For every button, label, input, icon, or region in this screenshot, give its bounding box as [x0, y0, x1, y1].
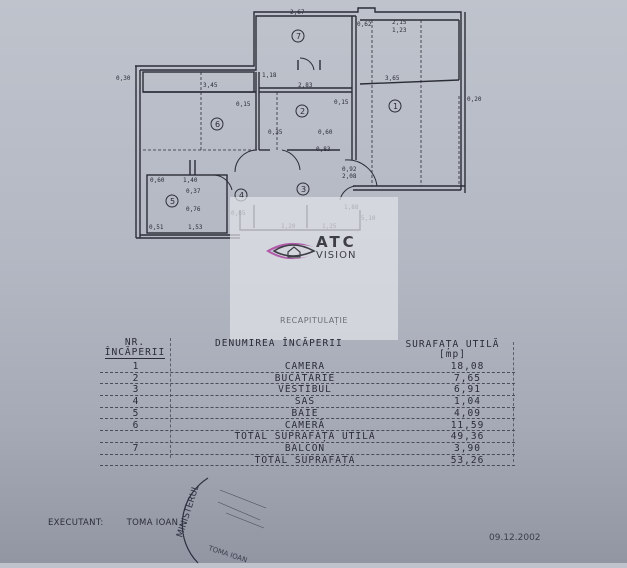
- row-area: 4,09: [454, 407, 481, 419]
- header-name: DENUMIREA ÎNCĂPERII: [215, 338, 343, 349]
- executant-name: TOMA IOAN: [126, 518, 179, 528]
- row-divider: [100, 465, 515, 467]
- summary-title: RECAPITULAȚIE: [280, 316, 348, 325]
- dim-right-wall: 0,20: [467, 96, 482, 103]
- dim-top-left-wall: 0,30: [116, 75, 131, 82]
- room-1-label: 1: [393, 102, 398, 111]
- table-row-total-useful: TOTAL SUPRAFAȚĂ UTILĂ 49,36: [100, 431, 515, 443]
- row-name: TOTAL SUPRAFAȚA: [254, 454, 356, 466]
- dim-bath-g: 0,76: [186, 206, 201, 213]
- row-area: 3,90: [454, 442, 481, 454]
- dim-door-b-1: 0,60: [318, 129, 333, 136]
- row-area: 49,36: [450, 431, 485, 443]
- room-summary-table: NR. ÎNCĂPERII DENUMIREA ÎNCĂPERII SURAFA…: [100, 338, 515, 478]
- row-nr: 4: [132, 396, 140, 408]
- table-row: 3 VESTIBUL 6,91: [100, 384, 515, 397]
- dim-bath-j: 0,51: [149, 224, 164, 231]
- row-divider: [100, 418, 515, 420]
- header-nr-line2: ÎNCĂPERII: [104, 347, 166, 359]
- row-area: 11,59: [450, 419, 485, 431]
- row-name: TOTAL SUPRAFAȚĂ UTILĂ: [234, 431, 376, 443]
- stamp-arc-text: MINISTERUL: [175, 484, 201, 539]
- official-stamp: MINISTERUL TOMA IOAN: [175, 477, 267, 564]
- executant-line: EXECUTANT: TOMA IOAN: [48, 518, 178, 528]
- dim-room2-side: 0,15: [334, 99, 349, 106]
- row-name: SAS: [294, 396, 316, 408]
- table-row: 6 CAMERĂ 11,59: [100, 420, 515, 432]
- row-name: CAMERĂ: [284, 419, 326, 431]
- row-area: 7,65: [454, 372, 481, 384]
- column-divider: [513, 342, 514, 462]
- row-name: VESTIBUL: [278, 384, 332, 396]
- dim-bath-a: 0,60: [150, 177, 165, 184]
- row-name: CAMERA: [284, 361, 326, 372]
- dim-bath-b: 1,40: [183, 177, 198, 184]
- row-divider: [100, 406, 515, 408]
- row-divider: [100, 395, 515, 397]
- dim-room1-top-c: 1,23: [392, 27, 407, 34]
- room-6-label: 6: [215, 120, 220, 129]
- row-area: 1,04: [454, 396, 481, 408]
- table-row: 4 SAS 1,04: [100, 396, 515, 408]
- row-name: BAIE: [291, 407, 319, 419]
- watermark-panel: ATC VISION RECAPITULAȚIE: [230, 197, 398, 340]
- brand-name-top: ATC: [316, 233, 357, 251]
- dim-room1-top-a: 0,62: [357, 21, 372, 28]
- dim-bath-c: 0,37: [186, 188, 201, 195]
- dim-hall-f: 2,08: [342, 173, 357, 180]
- column-divider: [170, 338, 171, 458]
- room-3-label: 3: [301, 185, 306, 194]
- row-divider: [100, 441, 515, 443]
- row-nr: 7: [132, 442, 140, 454]
- table-header: NR. ÎNCĂPERII DENUMIREA ÎNCĂPERII SURAFA…: [100, 338, 515, 362]
- room-4-label: 4: [239, 191, 244, 200]
- table-row: 5 BAIE 4,09: [100, 408, 515, 420]
- row-nr: 5: [132, 407, 140, 419]
- dim-hall-c: 0,83: [316, 146, 331, 153]
- document-date: 09.12.2002: [489, 533, 541, 543]
- room-7-label: 7: [296, 32, 301, 41]
- dim-hall-e: 0,92: [342, 166, 357, 173]
- row-nr: 2: [132, 372, 140, 384]
- eye-house-icon: [266, 242, 316, 260]
- header-nr-line1: NR.: [124, 337, 146, 348]
- row-divider: [100, 371, 515, 373]
- dim-bath-i: 1,53: [188, 224, 203, 231]
- row-nr: 6: [132, 419, 140, 431]
- stamp-name: TOMA IOAN: [206, 544, 248, 564]
- row-divider: [100, 453, 515, 455]
- room-5-label: 5: [170, 197, 175, 206]
- row-name: BUCĂTĂRIE: [274, 372, 336, 384]
- header-area: SURAFAȚA UTILĂ [mp]: [390, 340, 515, 360]
- row-nr: 3: [132, 384, 140, 396]
- dim-room1-top-b: 2,15: [392, 19, 407, 26]
- table-row-total: TOTAL SUPRAFAȚA 53,26: [100, 455, 515, 467]
- header-area-line1: SURAFAȚA UTILĂ: [405, 339, 500, 350]
- row-area: 6,91: [454, 384, 481, 396]
- dim-room6-side: 0,15: [236, 101, 251, 108]
- row-name: BALCON: [284, 442, 326, 454]
- dim-room2-top: 1,18: [262, 72, 277, 79]
- room-2-label: 2: [300, 107, 305, 116]
- brand-name-bottom: VISION: [316, 250, 357, 261]
- table-row: 7 BALCON 3,90: [100, 443, 515, 455]
- executant-label: EXECUTANT:: [48, 518, 104, 528]
- header-area-line2: [mp]: [439, 349, 466, 360]
- dim-room6-width: 3,45: [203, 82, 218, 89]
- dim-room2-width: 2,83: [298, 82, 313, 89]
- table-row: 2 BUCĂTĂRIE 7,65: [100, 373, 515, 385]
- dim-door-a-1: 0,35: [268, 129, 283, 136]
- row-divider: [100, 430, 515, 432]
- row-nr: 1: [132, 361, 140, 372]
- header-nr: NR. ÎNCĂPERII: [100, 338, 170, 359]
- dim-balcony-width: 2,67: [290, 9, 305, 16]
- row-area: 53,26: [450, 454, 485, 466]
- row-area: 18,08: [450, 361, 485, 372]
- table-row: 1 CAMERA 18,08: [100, 361, 515, 373]
- row-divider: [100, 383, 515, 385]
- dim-room1-width: 3,65: [385, 75, 400, 82]
